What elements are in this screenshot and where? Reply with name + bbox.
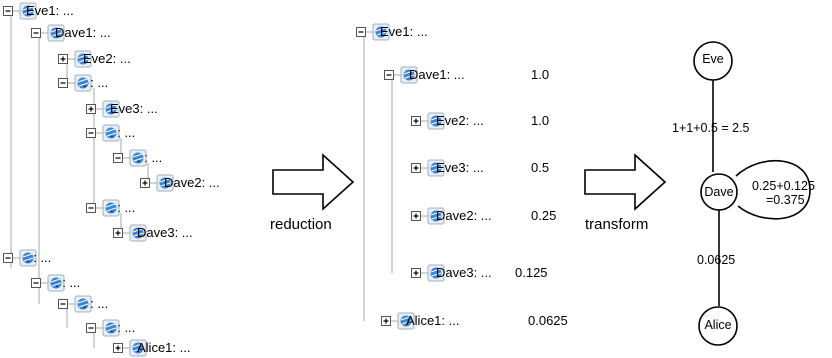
node-icon-globe-arc [77,54,89,63]
middle-tree-node-value: 0.25 [531,208,557,223]
middle-tree-node-value: 1.0 [531,67,550,82]
middle-tree-node-label: Eve2: ... [436,113,484,128]
node-icon-globe-arc [430,211,442,220]
node-icon-globe-arc [159,178,171,187]
node-icon-globe-arc [132,343,144,352]
node-icon-globe-arc [50,278,62,287]
left-tree-node-label: . : ... [26,250,52,265]
node-icon-globe-arc [403,70,415,79]
left-tree-node-label: . : ... [83,75,109,90]
node-icon-globe-arc [375,27,387,36]
node-icon-globe-arc [22,6,34,15]
left-tree-node-label: Eve2: ... [83,51,131,66]
left-tree-node-label: . : ... [110,200,136,215]
node-icon-globe-arc [132,228,144,237]
middle-tree-node-value: 1.0 [531,113,550,128]
left-tree-node-label: . : ... [55,275,81,290]
middle-tree-node-label: Alice1: ... [406,313,460,328]
self-loop-label-line2: =0.375 [766,193,805,207]
left-tree-node-label: . : ... [137,150,163,165]
node-icon-globe-arc [430,163,442,172]
middle-tree-node-value: 0.125 [515,265,548,280]
node-icon-globe-arc [22,253,34,262]
transform-label: transform [585,216,649,233]
node-dave [700,173,738,211]
node-alice-label: Alice [704,318,732,332]
node-icon-globe-arc [50,28,62,37]
node-icon-globe-arc [430,116,442,125]
middle-tree-node-value: 0.0625 [528,313,568,328]
left-tree-node-label: Dave2: ... [164,175,220,190]
middle-tree-node-label: Dave1: ... [409,67,465,82]
left-tree-node-label: . : ... [110,320,136,335]
self-loop-edge [735,160,811,220]
left-tree-node-label: Alice1: ... [137,340,191,355]
reduction-arrow [272,153,355,211]
node-icon-globe-arc [105,128,117,137]
node-icon-globe-arc [77,78,89,87]
middle-tree-node-label: Eve1: ... [380,24,428,39]
node-dave-label: Dave [704,185,734,199]
node-icon-globe-arc [105,203,117,212]
left-tree-node-label: . : ... [83,296,109,311]
reduction-label: reduction [270,216,332,233]
edge-dave-alice-label: 0.0625 [697,253,736,267]
left-tree-node-label: Dave1: ... [55,25,111,40]
left-tree-node-label: Dave3: ... [137,225,193,240]
left-tree-node-label: . : ... [110,125,136,140]
left-tree-node-label: Eve1: ... [26,3,74,18]
middle-tree-node-label: Eve3: ... [436,160,484,175]
middle-tree-node-label: Dave3: ... [436,265,492,280]
edge-eve-dave-label: 1+1+0.5 = 2.5 [672,121,750,135]
node-icon-globe-arc [105,323,117,332]
middle-tree-node-label: Dave2: ... [436,208,492,223]
node-icon-globe-arc [105,104,117,113]
node-icon-globe-arc [430,268,442,277]
middle-tree-node-value: 0.5 [531,160,550,175]
node-eve [693,41,733,81]
node-icon-globe-arc [132,153,144,162]
node-alice [698,306,738,346]
node-eve-label: Eve [702,52,724,66]
left-tree-node-label: Eve3: ... [110,101,158,116]
node-icon-globe-arc [400,316,412,325]
node-icon-globe-arc [77,299,89,308]
transform-arrow [584,153,667,211]
self-loop-label-line1: 0.25+0.125 [752,179,815,193]
